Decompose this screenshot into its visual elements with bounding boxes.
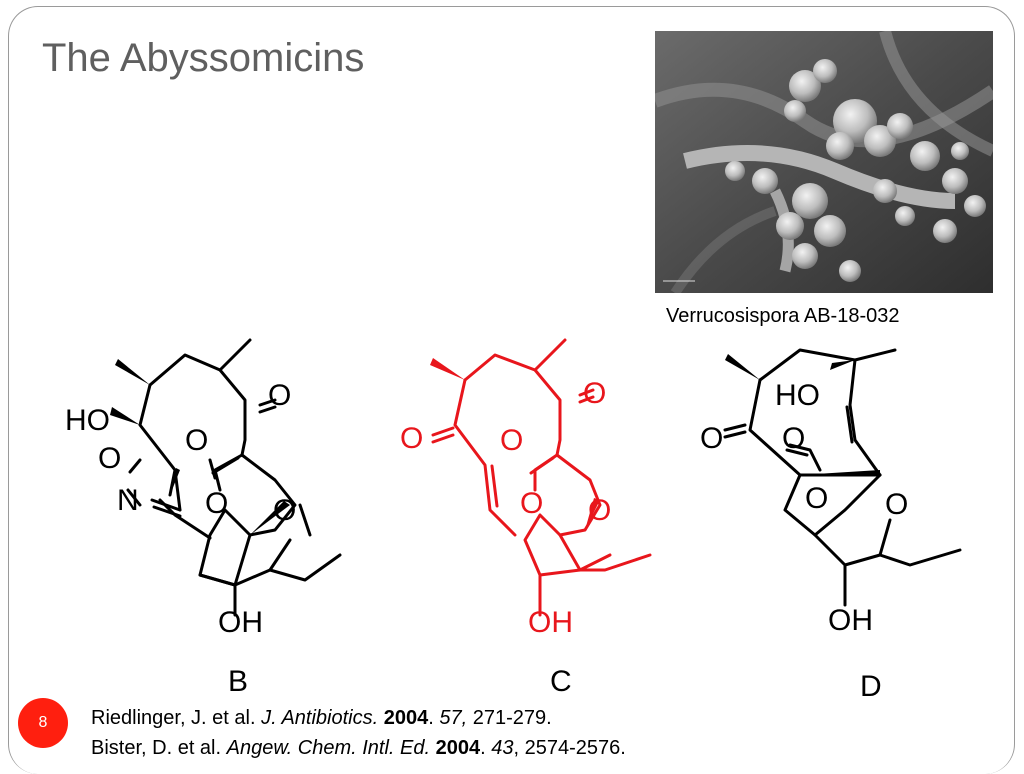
structure-label-b: B [228, 665, 249, 698]
atom-lactone-o: O [185, 424, 208, 457]
atom-ketone-o: O [700, 422, 723, 455]
atom-ho: HO [775, 379, 820, 412]
atom-ketone-o: O [583, 377, 606, 410]
ref1-authors: Riedlinger, J. et al. [91, 707, 262, 729]
reference-1: Riedlinger, J. et al. J. Antibiotics. 20… [91, 707, 552, 729]
ref1-journal: J. Antibiotics. [261, 707, 379, 729]
atom-ether-o: O [588, 494, 611, 527]
structure-b: HO O N O O O O OH [65, 338, 342, 639]
atom-lactone-o: O [782, 422, 805, 455]
atom-ketone-o: O [268, 379, 291, 412]
atom-oh: OH [828, 604, 873, 637]
atom-ho: HO [65, 404, 110, 437]
ref2-pages: 2574-2576. [524, 737, 626, 759]
atom-oh: OH [218, 606, 263, 639]
slide-title: The Abyssomicins [42, 36, 365, 80]
ref2-volume: 43 [491, 737, 514, 759]
ref2-year: 2004 [435, 737, 481, 759]
atom-ether-o: O [273, 494, 296, 527]
atom-ring-o: O [205, 487, 228, 520]
ref2-journal: Angew. Chem. Intl. Ed. [226, 737, 431, 759]
structure-label-c: C [550, 665, 572, 698]
atom-lactone-o: O [500, 424, 523, 457]
ref1-pages: 271-279. [472, 707, 552, 729]
ref1-year: 2004 [383, 707, 429, 729]
micrograph-photo [655, 31, 993, 293]
atom-ether-o: O [885, 488, 908, 521]
ref2-authors: Bister, D. et al. [91, 737, 227, 759]
reference-2: Bister, D. et al. Angew. Chem. Intl. Ed.… [91, 737, 626, 759]
ref1-volume: 57, [439, 707, 468, 729]
atom-ring-o: O [805, 482, 828, 515]
photo-caption: Verrucosispora AB-18-032 [666, 305, 900, 327]
atom-n: N [117, 484, 139, 517]
structure-c: O O O O O OH [400, 338, 652, 639]
atom-ring-o: O [520, 487, 543, 520]
atom-enone-o: O [400, 422, 423, 455]
slide-number-badge: 8 [18, 698, 68, 748]
atom-o-isoxazoline: O [98, 442, 121, 475]
atom-oh: OH [528, 606, 573, 639]
structure-label-d: D [860, 670, 882, 703]
structure-d: HO O O O O OH [700, 348, 962, 637]
slide-frame [8, 6, 1015, 774]
